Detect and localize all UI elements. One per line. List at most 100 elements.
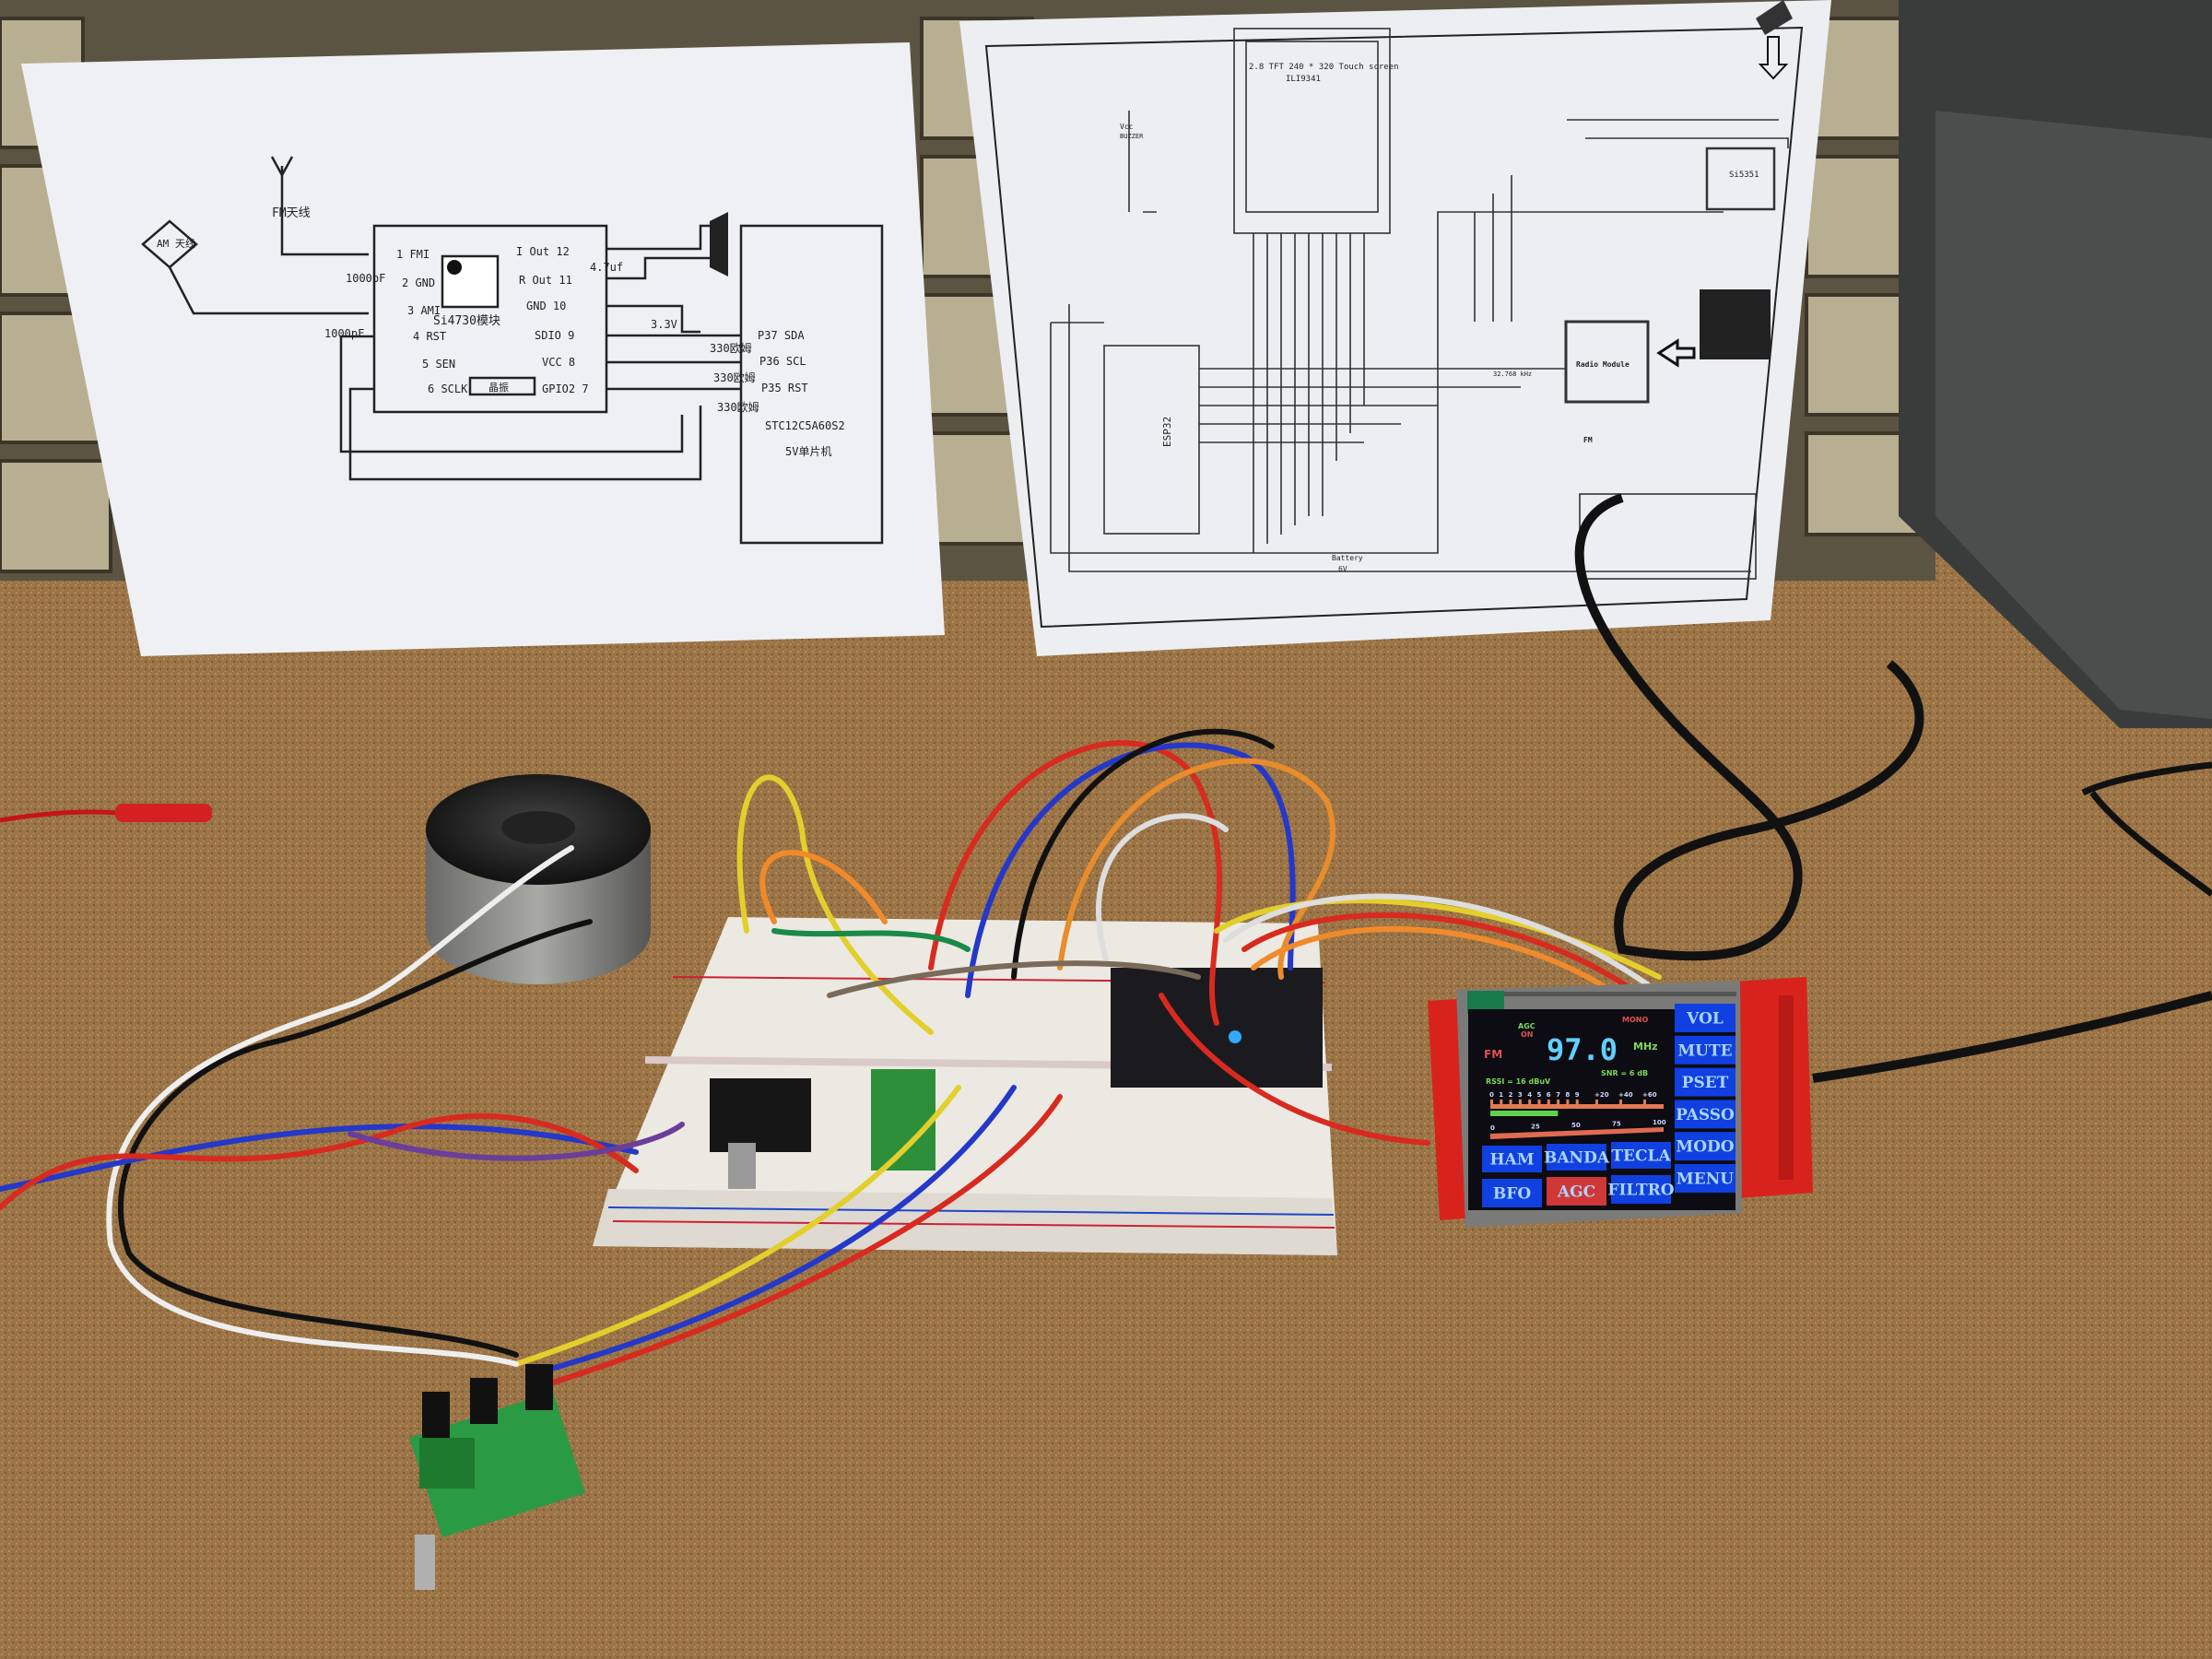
- radio-module-photo: [1700, 289, 1771, 359]
- s-scale-tick: [1619, 1100, 1622, 1104]
- button-label: FILTRO: [1607, 1182, 1674, 1200]
- s-scale-label: +60: [1642, 1091, 1657, 1099]
- screen-button-vol[interactable]: VOL: [1675, 1004, 1735, 1032]
- s-scale-tick: [1575, 1100, 1579, 1104]
- s-scale-tick: [1528, 1100, 1532, 1104]
- percent-scale-label: 100: [1653, 1119, 1666, 1126]
- si4730-chip-box: [372, 224, 608, 414]
- percent-scale-label: 50: [1571, 1122, 1581, 1129]
- screen-button-mute[interactable]: MUTE: [1675, 1035, 1735, 1065]
- tft-driver-label: ILI9341: [1286, 75, 1321, 84]
- s-scale-label: 3: [1518, 1091, 1523, 1099]
- pin-label: I Out 12: [516, 245, 570, 258]
- rssi-readout: RSSI = 16 dBuV: [1486, 1077, 1551, 1086]
- s-scale-tick: [1566, 1100, 1570, 1104]
- button-label: BANDA: [1544, 1149, 1610, 1168]
- button-label: MODO: [1676, 1138, 1734, 1157]
- agc-label: AGC: [1518, 1022, 1535, 1030]
- screen-button-passo[interactable]: PASSO: [1675, 1100, 1735, 1129]
- s-scale-label: 6: [1547, 1091, 1551, 1099]
- cap-label: 4.7uf: [590, 261, 623, 274]
- cap-label: 1000pF: [324, 327, 364, 340]
- cap-label: 1000pF: [346, 272, 385, 285]
- clock-chip-label: Si5351: [1729, 171, 1759, 180]
- agc-state: ON: [1521, 1030, 1534, 1039]
- s-meter-track: [1490, 1104, 1664, 1109]
- crystal-label: 32.768 kHz: [1493, 371, 1532, 378]
- battery-label: Battery: [1332, 554, 1363, 562]
- s-scale-label: 7: [1556, 1091, 1560, 1099]
- stereo-indicator: MONO: [1622, 1016, 1648, 1024]
- screen-button-menu[interactable]: MENU: [1675, 1164, 1735, 1193]
- alligator-clip: [115, 804, 212, 822]
- button-label: MENU: [1677, 1171, 1734, 1189]
- mcu-desc: 5V单片机: [785, 445, 831, 458]
- chip-label: Si4730模块: [433, 314, 500, 328]
- mcu-pin-label: P37 SDA: [758, 329, 805, 342]
- s-scale-tick: [1547, 1100, 1550, 1104]
- pin-label: SDIO 9: [535, 329, 574, 342]
- battery-voltage: 6V: [1338, 565, 1347, 573]
- s-scale-tick: [1643, 1100, 1646, 1104]
- s-scale-tick: [1595, 1100, 1598, 1104]
- resistor-label: 330欧姆: [710, 342, 752, 355]
- s-scale-label: +40: [1618, 1091, 1633, 1099]
- s-scale-label: 8: [1565, 1091, 1570, 1099]
- s-scale-tick: [1518, 1100, 1522, 1104]
- amplifier-module: [409, 1364, 585, 1590]
- pcb-module: [871, 1069, 935, 1171]
- screen-button-filtro[interactable]: FILTRO: [1607, 1175, 1675, 1204]
- percent-track: [1490, 1127, 1664, 1139]
- s-scale-tick: [1500, 1100, 1503, 1104]
- s-scale-tick: [1509, 1100, 1512, 1104]
- pin-label: VCC 8: [542, 356, 575, 369]
- screen-button-agc[interactable]: AGC: [1547, 1177, 1606, 1206]
- button-label: AGC: [1557, 1183, 1595, 1202]
- radio-screen: AGC ON MONO FM 97.0 MHz RSSI = 16 dBuV S…: [1468, 1004, 1735, 1210]
- radio-module-label: Radio Module: [1576, 359, 1630, 369]
- screen-button-tecla[interactable]: TECLA: [1611, 1142, 1671, 1169]
- rotary-encoder: [710, 1078, 811, 1152]
- signal-level-bar: [1490, 1111, 1559, 1116]
- screen-button-bfo[interactable]: BFO: [1482, 1179, 1542, 1207]
- mcu-name: STC12C5A60S2: [765, 419, 845, 432]
- button-label: TECLA: [1611, 1147, 1671, 1166]
- s-scale-tick: [1557, 1100, 1560, 1104]
- pin-label: 3 AMI: [407, 304, 441, 317]
- pin-label: GND 10: [526, 300, 566, 312]
- pin-label: 2 GND: [402, 276, 435, 289]
- mcu-box: [739, 224, 884, 545]
- s-scale-tick: [1537, 1100, 1541, 1104]
- button-label: VOL: [1686, 1010, 1724, 1029]
- s-scale-label: 2: [1509, 1091, 1513, 1099]
- esp32-label: ESP32: [1161, 417, 1173, 447]
- button-label: PSET: [1682, 1074, 1729, 1092]
- pin-label: GPIO2 7: [542, 382, 589, 395]
- snr-readout: SNR = 6 dB: [1601, 1069, 1648, 1077]
- tft-label: 2.8 TFT 240 * 320 Touch screen: [1249, 63, 1399, 72]
- button-label: HAM: [1489, 1151, 1534, 1170]
- fm-antenna-label: FM天线: [272, 206, 311, 220]
- fm-label: FM: [1583, 436, 1593, 444]
- button-label: BFO: [1493, 1185, 1531, 1204]
- usb-cable: [1574, 493, 1924, 961]
- percent-scale-label: 75: [1612, 1121, 1621, 1128]
- screen-button-banda[interactable]: BANDA: [1544, 1144, 1610, 1171]
- left-schematic-paper: FM天线 AM 天线 Si4730模块 晶振 1 FMI 2 GND 3 AMI…: [21, 42, 945, 656]
- frequency-display: 97.0: [1547, 1032, 1618, 1067]
- pin-label: 6 SCLK: [428, 382, 468, 395]
- s-scale-label: 4: [1527, 1091, 1532, 1099]
- esp32-board: [1111, 968, 1323, 1088]
- screen-button-modo[interactable]: MODO: [1675, 1132, 1735, 1161]
- screen-button-ham[interactable]: HAM: [1482, 1146, 1542, 1172]
- jumper-wires: [0, 728, 1662, 1385]
- screen-button-pset[interactable]: PSET: [1675, 1067, 1735, 1097]
- s-scale-tick: [1490, 1100, 1493, 1104]
- frequency-unit: MHz: [1633, 1041, 1658, 1053]
- pin-label: 4 RST: [413, 330, 446, 343]
- pin-label: R Out 11: [519, 274, 572, 287]
- percent-scale-label: 25: [1531, 1124, 1540, 1131]
